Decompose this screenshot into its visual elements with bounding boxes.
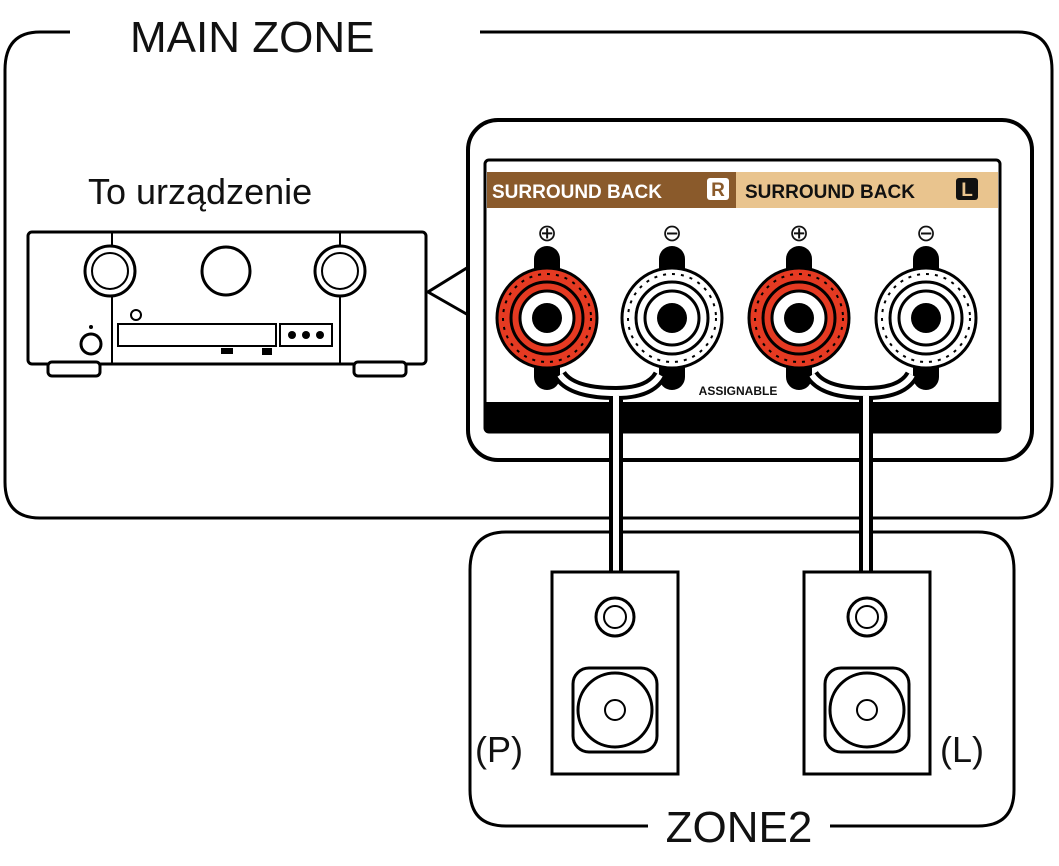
volume-knob-center [200, 245, 252, 297]
main-zone-frame [3, 30, 1054, 520]
plus-symbol-l: ⊕ [789, 220, 809, 247]
badge-r: R [711, 180, 725, 201]
assignable-label: ASSIGNABLE [699, 384, 778, 398]
terminal-panel: SURROUND BACK R SURROUND BACK L ⊕ ⊖ ⊕ ⊖ … [466, 118, 1034, 462]
speaker-right [550, 570, 680, 776]
speaker-label-left: (L) [940, 729, 984, 770]
minus-symbol-l: ⊖ [916, 220, 936, 247]
speaker-cable-right [554, 370, 667, 572]
zone2-title: ZONE2 [666, 803, 813, 852]
volume-knob-right [313, 244, 367, 298]
banner-surround-back-l [736, 172, 998, 208]
power-button [79, 332, 103, 356]
banner-r-text: SURROUND BACK [492, 182, 662, 203]
device-label: To urządzenie [88, 171, 312, 212]
badge-l: L [961, 180, 973, 201]
terminal-l-minus [874, 246, 978, 390]
display-panel [117, 323, 277, 347]
main-zone-title: MAIN ZONE [130, 13, 374, 62]
zone2-frame [468, 530, 1016, 828]
minus-symbol-r: ⊖ [662, 220, 682, 247]
banner-surround-back-r [487, 172, 736, 208]
receiver-illustration [26, 230, 428, 378]
terminal-r-minus [620, 246, 724, 390]
speaker-left [802, 570, 932, 776]
terminal-r-plus [495, 246, 599, 390]
speaker-cable-left [806, 370, 919, 572]
banner-l-text: SURROUND BACK [745, 182, 915, 203]
plus-symbol-r: ⊕ [537, 220, 557, 247]
terminal-l-plus [747, 246, 851, 390]
volume-knob-left [83, 244, 137, 298]
speaker-label-right: (P) [475, 729, 523, 770]
